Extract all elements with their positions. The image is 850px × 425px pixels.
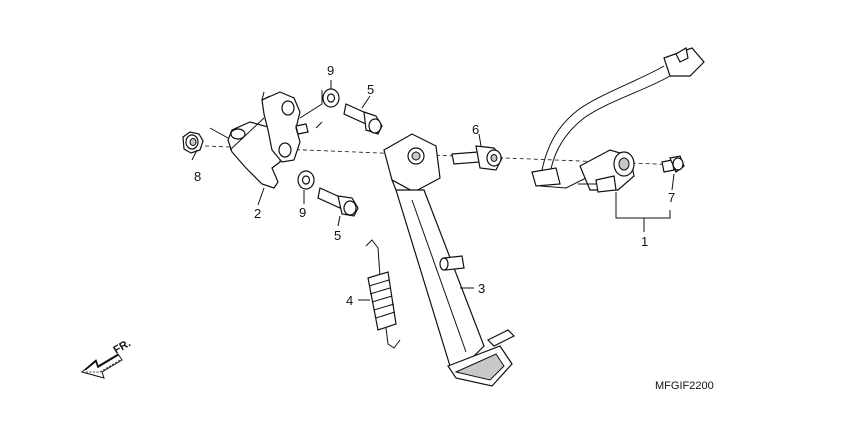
side-stand-switch-part-1: [531, 47, 705, 193]
callout-9-lower: 9: [299, 205, 306, 220]
leader-5-lower: [337, 215, 341, 227]
bolt-part-5-lower: [317, 187, 359, 217]
callout-2: 2: [254, 206, 261, 221]
callout-8: 8: [194, 169, 201, 184]
bolt-part-7: [661, 155, 685, 173]
washer-part-9-upper: [322, 88, 340, 108]
callout-9-upper: 9: [327, 63, 334, 78]
callout-7: 7: [668, 190, 675, 205]
callout-5-lower: 5: [334, 228, 341, 243]
nut-part-8: [182, 131, 204, 161]
bolt-part-5-upper: [343, 103, 383, 135]
leader-7: [671, 173, 675, 191]
bolt-part-6: [451, 145, 503, 171]
front-direction-label: FR.: [112, 337, 133, 356]
leader-1-bracket: [615, 192, 671, 232]
callout-3: 3: [478, 281, 485, 296]
callout-1: 1: [641, 234, 648, 249]
spring-part-4: [365, 239, 401, 349]
front-direction-arrow: [80, 353, 123, 379]
callout-6: 6: [472, 122, 479, 137]
leader-6: [478, 133, 482, 147]
leader-5-upper: [361, 95, 371, 109]
bracket-upper-reference-lines: [299, 90, 323, 129]
side-stand-part-3: [383, 133, 516, 387]
diagram-code: MFGIF2200: [655, 380, 714, 392]
bracket-part-2: [209, 91, 309, 206]
washer-part-9-lower: [297, 170, 315, 190]
callout-4: 4: [346, 293, 353, 308]
callout-5-upper: 5: [367, 82, 374, 97]
